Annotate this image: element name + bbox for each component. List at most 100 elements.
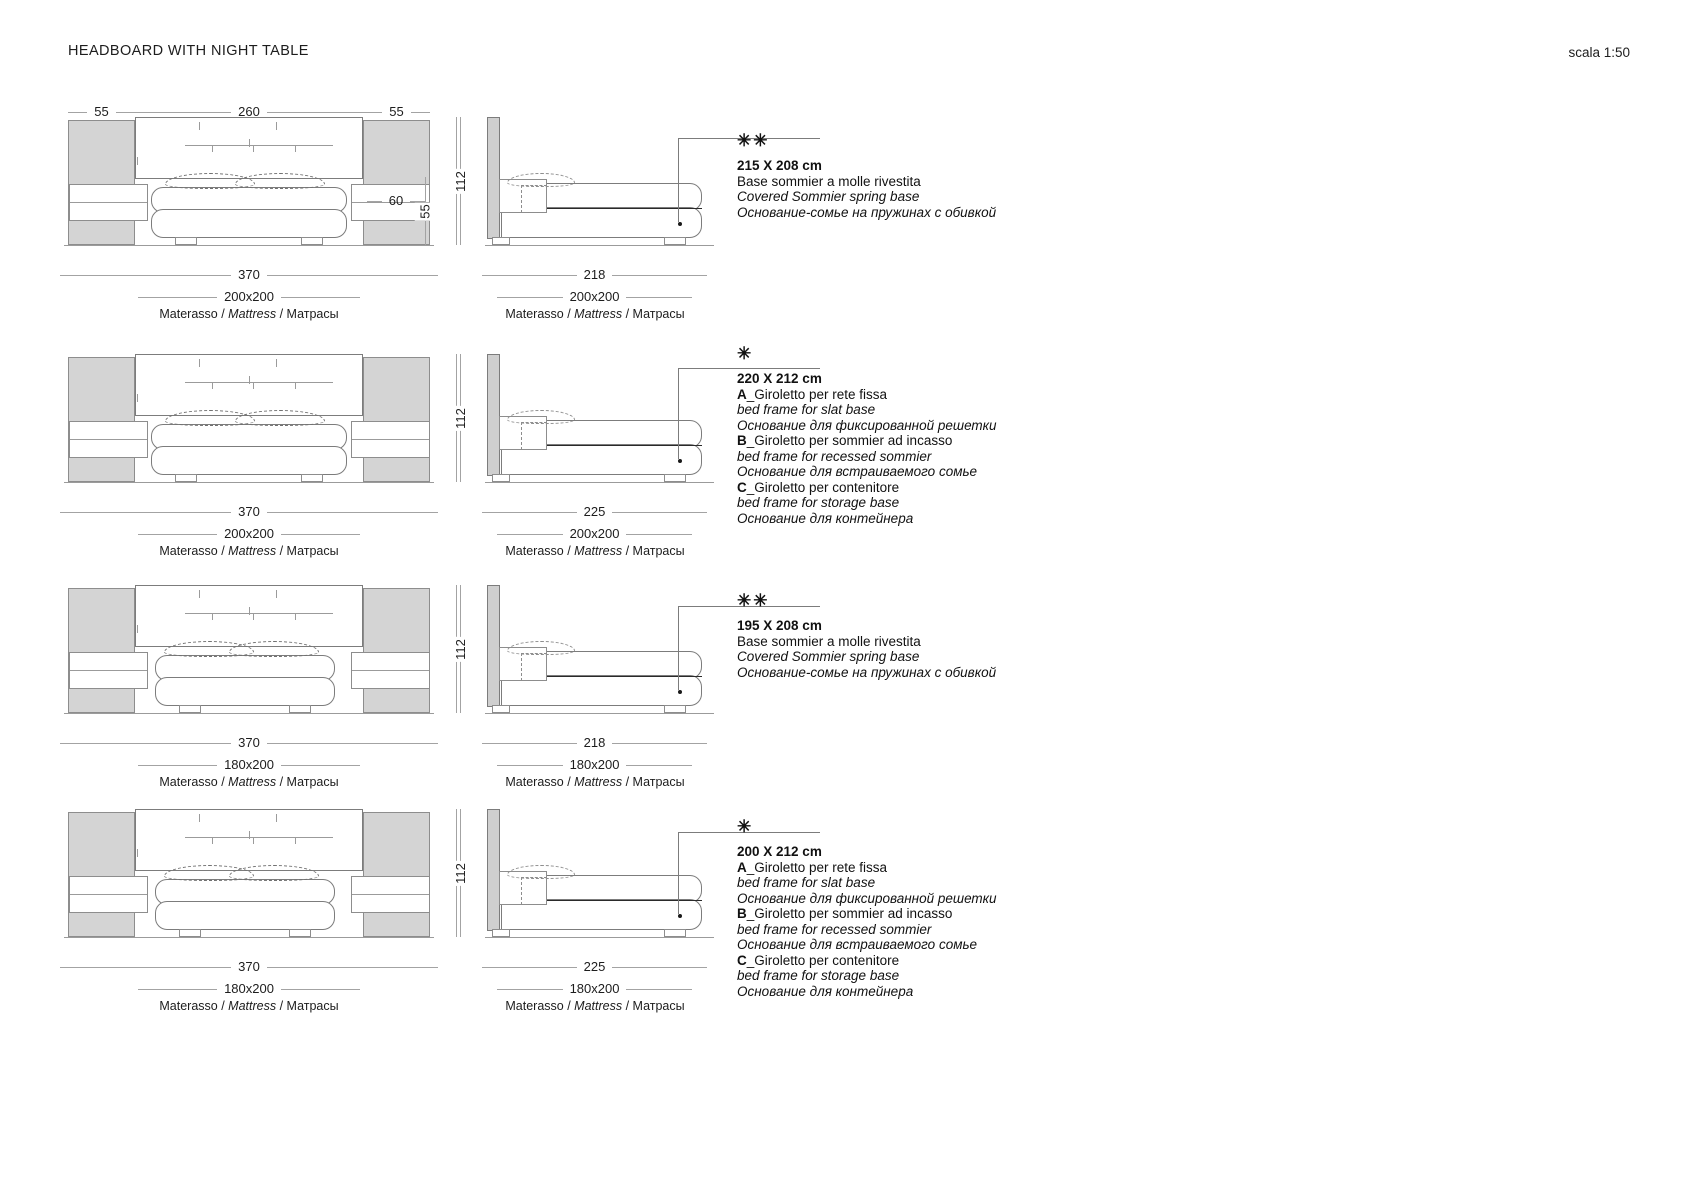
side-dim-length-group-1: 218 <box>482 267 707 283</box>
base-box-group-3 <box>155 677 335 706</box>
side-foot-right-group-4 <box>664 929 686 937</box>
side-mattress-caption-group-4: Materasso / Mattress / Матрасы <box>505 999 685 1013</box>
callout-line-6-group-4: Основание для встраиваемого сомье <box>737 937 978 952</box>
headboard-rail-tick-1-group-4 <box>211 837 213 844</box>
headboard-center-tick-group-2 <box>249 376 250 384</box>
front-dim-headboard-group-1: 260 <box>135 104 363 120</box>
front-dim-overall-group-4: 370 <box>60 959 438 975</box>
side-dim-mattress-group-4: 180x200 <box>497 981 692 997</box>
callout-title-group-1: 215 X 208 cm <box>737 158 822 173</box>
callout-line-8-group-4: bed frame for storage base <box>737 968 900 983</box>
nightstand-drawer-split-right-group-2 <box>352 439 429 440</box>
front-dim-mattress-group-2: 200x200 <box>138 526 360 542</box>
callout-leader-horizontal-group-4 <box>678 832 820 833</box>
front-dim-overall-group-2-value: 370 <box>238 503 260 519</box>
headboard-panel-group-2 <box>135 354 363 416</box>
bed-foot-left-group-1 <box>175 237 197 245</box>
side-divider-group-2 <box>501 445 702 446</box>
asterisk-marker-group-3: ✳✳ <box>737 591 770 610</box>
callout-line-4-group-4: B_Giroletto per sommier ad incasso <box>737 906 953 921</box>
callout-line-8-group-2: bed frame for storage base <box>737 495 900 510</box>
side-foot-right-group-3 <box>664 705 686 713</box>
side-foot-left-group-1 <box>492 237 510 245</box>
headboard-seam-1-group-1 <box>198 122 200 130</box>
callout-leader-vertical-group-3 <box>678 606 679 690</box>
callout-line-1-group-1: Base sommier a molle rivestita <box>737 173 921 189</box>
side-floor-line-group-4 <box>485 937 714 938</box>
side-foot-right-group-1 <box>664 237 686 245</box>
front-dim-overall-group-1-value: 370 <box>238 266 260 282</box>
headboard-rail-tick-1-group-1 <box>211 145 213 152</box>
side-dim-mattress-group-3-value: 180x200 <box>569 756 620 772</box>
side-nightstand-dashed-group-4 <box>521 877 547 905</box>
side-dim-height-group-3: 112 <box>450 585 472 713</box>
headboard-center-tick-group-1 <box>249 139 250 147</box>
front-dim-right-nightstand-group-1-value: 55 <box>389 103 404 119</box>
floor-line-group-1 <box>64 245 434 246</box>
nightstand-drawer-split-left-group-4 <box>70 894 147 895</box>
floor-line-group-4 <box>64 937 434 938</box>
headboard-panel-group-1 <box>135 117 363 179</box>
front-dim-overall-group-1: 370 <box>60 267 438 283</box>
side-foot-left-group-4 <box>492 929 510 937</box>
side-callout-dot-group-4 <box>678 914 682 918</box>
side-nightstand-pillow-group-3 <box>507 641 575 655</box>
headboard-rail-tick-3-group-2 <box>294 382 296 389</box>
headboard-rail-tick-2-group-3 <box>253 613 255 620</box>
front-dim-mattress-group-1: 200x200 <box>138 289 360 305</box>
side-callout-dot-group-1 <box>678 222 682 226</box>
base-box-group-2 <box>151 446 347 475</box>
side-dim-height-group-4-value: 112 <box>450 860 472 886</box>
nightstand-drawer-split-right-group-4 <box>352 894 429 895</box>
side-callout-dot-group-3 <box>678 690 682 694</box>
side-divider-group-4 <box>501 900 702 901</box>
side-floor-line-group-2 <box>485 482 714 483</box>
headboard-seam-1-group-2 <box>198 359 200 367</box>
callout-leader-vertical-group-4 <box>678 832 679 914</box>
side-dim-mattress-group-2-value: 200x200 <box>569 525 620 541</box>
nightstand-right-group-4 <box>363 812 430 937</box>
headboard-left-tick-group-2 <box>137 394 138 402</box>
headboard-seam-1-group-3 <box>198 590 200 598</box>
front-dim-overall-group-3: 370 <box>60 735 438 751</box>
callout-title-group-2: 220 X 212 cm <box>737 371 822 386</box>
nightstand-drawer-split-left-group-2 <box>70 439 147 440</box>
side-mattress-caption-group-3: Materasso / Mattress / Матрасы <box>505 775 685 789</box>
front-dim-mattress-group-4-value: 180x200 <box>224 980 274 996</box>
headboard-rail-group-4 <box>185 837 333 838</box>
front-dim-nightstand-depth-group-1: 60 <box>367 193 425 209</box>
headboard-seam-2-group-4 <box>276 814 278 822</box>
front-dim-mattress-group-4: 180x200 <box>138 981 360 997</box>
pillow-right-group-2 <box>235 410 326 426</box>
headboard-seam-1-group-4 <box>198 814 200 822</box>
front-dim-nightstand-height-group-1: 55 <box>415 177 436 245</box>
side-dim-height-group-2: 112 <box>450 354 472 482</box>
front-dim-mattress-group-2-value: 200x200 <box>224 525 274 541</box>
callout-leader-vertical-group-2 <box>678 368 679 459</box>
callout-line-3-group-3: Основание-сомье на пружинах с обивкой <box>737 664 997 680</box>
front-dim-headboard-group-1-value: 260 <box>238 103 260 119</box>
headboard-rail-tick-2-group-1 <box>253 145 255 152</box>
scale-label: scala 1:50 <box>1568 45 1630 60</box>
callout-line-3-group-4: Основание для фиксированной решетки <box>737 890 997 906</box>
side-dim-length-group-3: 218 <box>482 735 707 751</box>
side-nightstand-pillow-group-4 <box>507 865 575 879</box>
bed-foot-right-group-3 <box>289 705 311 713</box>
callout-line-9-group-4: Основание для контейнера <box>737 983 914 999</box>
callout-leader-vertical-group-1 <box>678 138 679 222</box>
callout-line-5-group-2: bed frame for recessed sommier <box>737 448 932 464</box>
front-dim-overall-group-2: 370 <box>60 504 438 520</box>
headboard-center-tick-group-3 <box>249 607 250 615</box>
side-dim-length-group-4-value: 225 <box>583 958 606 974</box>
side-nightstand-pillow-group-1 <box>507 173 575 187</box>
side-dim-length-group-3-value: 218 <box>583 734 606 750</box>
page-title: HEADBOARD WITH NIGHT TABLE <box>68 43 309 59</box>
side-foot-right-group-2 <box>664 474 686 482</box>
front-dim-left-nightstand-group-1: 55 <box>68 104 135 120</box>
side-divider-group-3 <box>501 676 702 677</box>
side-nightstand-dashed-group-1 <box>521 185 547 213</box>
headboard-rail-tick-3-group-1 <box>294 145 296 152</box>
bed-foot-right-group-4 <box>289 929 311 937</box>
headboard-rail-group-3 <box>185 613 333 614</box>
side-dim-height-group-1: 112 <box>450 117 472 245</box>
